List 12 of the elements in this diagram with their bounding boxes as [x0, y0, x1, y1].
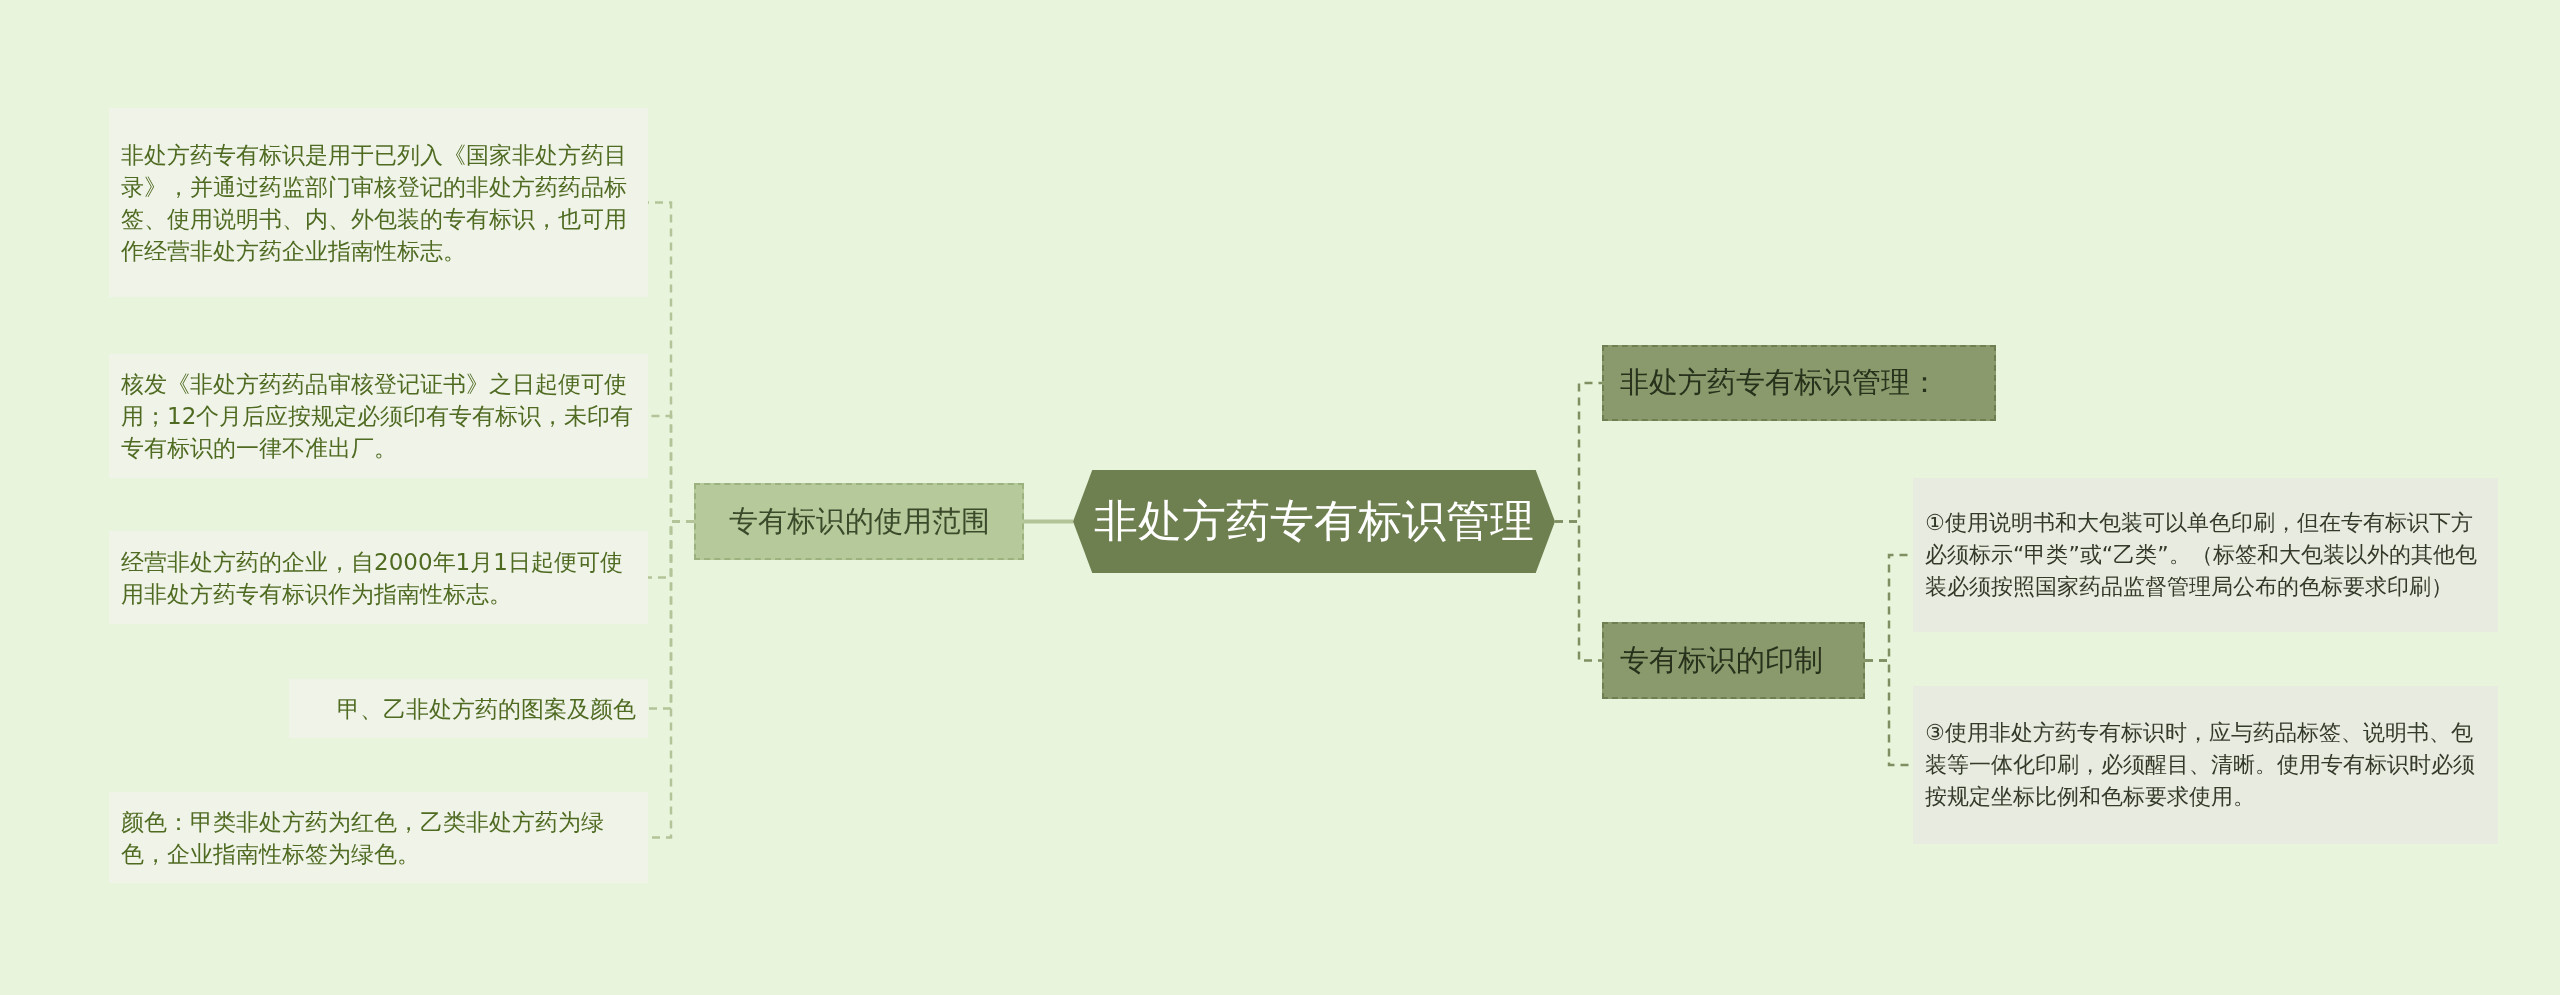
text-card: 核发《非处方药药品审核登记证书》之日起便可使用；12个月后应按规定必须印有专有标识，未印有专有标识的一律不准出厂。 — [109, 354, 648, 478]
topic-box: 专有标识的印制 — [1602, 622, 1865, 699]
connector-line — [1024, 519, 1073, 524]
topic-box: 非处方药专有标识管理： — [1602, 345, 1996, 421]
topic-box: 专有标识的使用范围 — [694, 483, 1024, 560]
text-card: 甲、乙非处方药的图案及颜色 — [289, 679, 648, 738]
connector-line — [1555, 520, 1602, 662]
text-card: 经营非处方药的企业，自2000年1月1日起便可使用非处方药专有标识作为指南性标志。 — [109, 531, 648, 624]
text-card: ①使用说明书和大包装可以单色印刷，但在专有标识下方必须标示“甲类”或“乙类”。（标签和大包装以外的其他包装必须按照国家药品监督管理局公布的色标要求印刷） — [1913, 478, 2498, 632]
text-card: 非处方药专有标识是用于已列入《国家非处方药目录》，并通过药监部门审核登记的非处方药药品标签、使用说明书、内、外包装的专有标识，也可用作经营非处方药企业指南性标志。 — [109, 108, 648, 297]
text-card: ③使用非处方药专有标识时，应与药品标签、说明书、包装等一体化印刷，必须醒目、清晰。使用专有标识时必须按规定坐标比例和色标要求使用。 — [1913, 686, 2498, 844]
text-card: 颜色：甲类非处方药为红色，乙类非处方药为绿色，企业指南性标签为绿色。 — [109, 792, 648, 883]
